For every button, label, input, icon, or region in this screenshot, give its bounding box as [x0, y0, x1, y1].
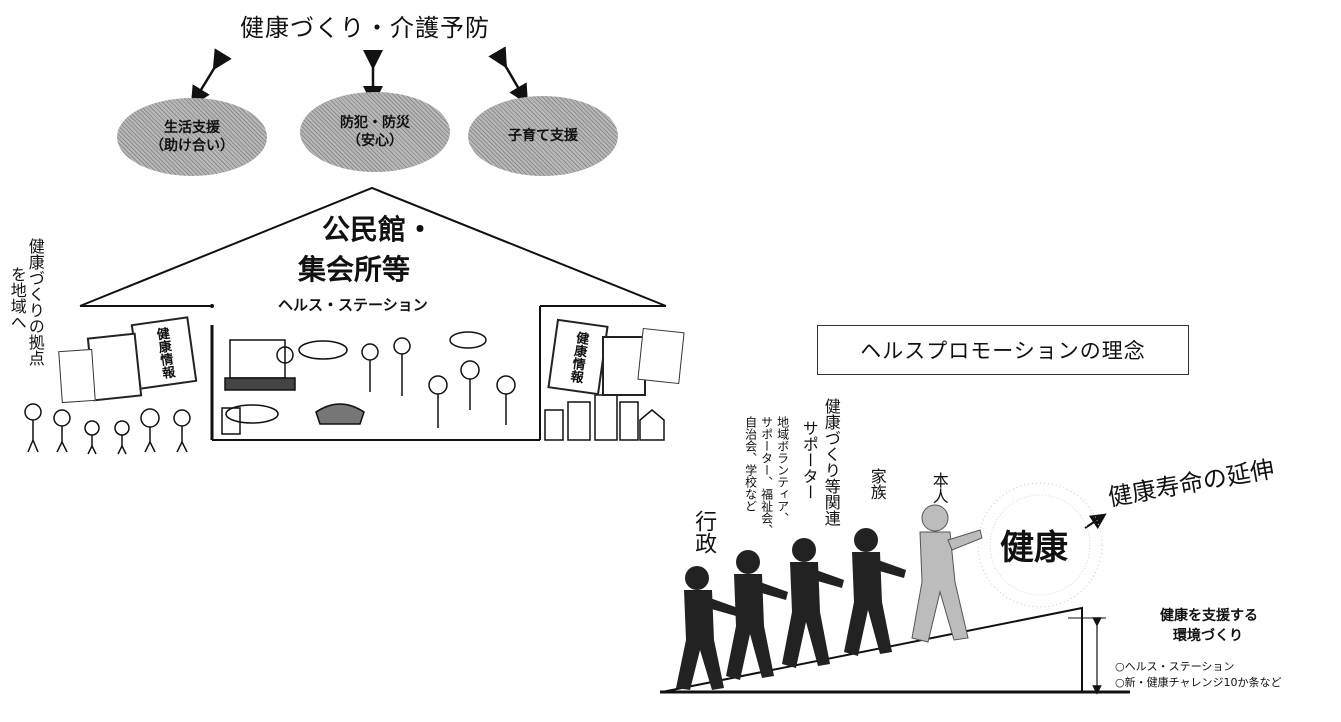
- oval-crime-disaster-line1: 防犯・防災: [340, 114, 410, 131]
- house-roof: [79, 186, 667, 307]
- small-buildings: [544, 394, 665, 441]
- oval-life-support: 生活支援 （助け合い）: [117, 98, 267, 176]
- actor-community-col1: 地域ボランティア、: [775, 416, 790, 524]
- self-figure: [911, 504, 983, 643]
- oval-childcare-line1: 子育て支援: [508, 127, 578, 144]
- station-scene: [221, 331, 516, 435]
- booklet-right-1: [602, 336, 646, 396]
- env-title-line1: 健康を支援する: [1160, 608, 1258, 624]
- promotion-title-box: ヘルスプロモーションの理念: [817, 325, 1189, 375]
- promotion-title: ヘルスプロモーションの理念: [860, 339, 1146, 363]
- left-vertical-col1: 健康づくりの拠点: [25, 238, 45, 366]
- oval-life-support-line1: 生活支援: [164, 119, 220, 136]
- actor-self: 本人: [929, 472, 949, 504]
- health-info-card-left: 健康情報: [130, 316, 198, 390]
- health-info-card-right-text: 健康情報: [566, 330, 590, 384]
- health-info-card-right: 健康情報: [547, 318, 609, 396]
- actor-community-col3: 自治会、学校など: [743, 416, 758, 512]
- health-word: 健康: [1000, 528, 1068, 568]
- actor-family: 家族: [867, 468, 887, 500]
- roof-label-line2: 集会所等: [298, 253, 411, 286]
- oval-crime-disaster-line2: （安心）: [347, 133, 403, 149]
- oval-life-support-line2: （助け合い）: [150, 138, 234, 154]
- health-info-card-left-text: 健康情報: [152, 326, 176, 380]
- top-title: 健康づくり・介護予防: [240, 14, 490, 42]
- roof-label-line1: 公民館・: [322, 213, 435, 246]
- actor-supporter-col2: サポーター: [799, 420, 819, 500]
- actor-community-col2: サポーター、福祉会、: [759, 416, 774, 536]
- silhouette-people: [676, 528, 906, 690]
- people-group: [24, 403, 191, 455]
- booklet-left-2: [58, 348, 96, 404]
- booklet-right-2: [637, 327, 685, 385]
- actor-supporter-col1: 健康づくり等関連: [821, 398, 841, 526]
- env-item-1: ○ヘルス・ステーション: [1115, 660, 1235, 673]
- oval-childcare-support: 子育て支援: [468, 96, 618, 176]
- oval-crime-disaster-prevention: 防犯・防災 （安心）: [300, 92, 450, 172]
- env-item-2: ○新・健康チャレンジ10か条など: [1115, 676, 1282, 689]
- left-vertical-col2: を地域へ: [7, 266, 27, 330]
- env-title-line2: 環境づくり: [1173, 628, 1243, 644]
- actor-government: 行政: [691, 510, 717, 554]
- health-station-label: ヘルス・ステーション: [278, 296, 428, 314]
